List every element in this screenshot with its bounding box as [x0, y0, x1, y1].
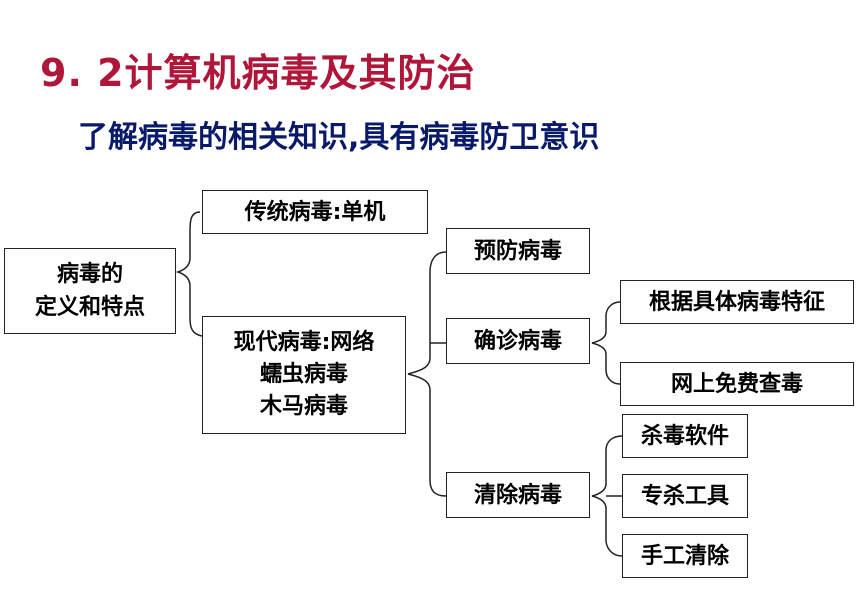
by-feature-box: 根据具体病毒特征	[620, 280, 854, 324]
diagnose-virus-label: 确诊病毒	[473, 328, 562, 354]
prevent-virus-label: 预防病毒	[473, 238, 562, 264]
traditional-virus-box: 传统病毒:单机	[202, 190, 428, 234]
brace-definition	[175, 211, 203, 337]
traditional-virus-label: 传统病毒:单机	[244, 199, 386, 225]
special-tool-label: 专杀工具	[640, 483, 729, 509]
modern-virus-line-2: 蠕虫病毒	[259, 362, 348, 388]
definition-line-1: 病毒的	[56, 262, 123, 287]
online-scan-label: 网上免费查毒	[670, 371, 803, 397]
brace-modern	[407, 251, 447, 497]
brace-remove	[591, 435, 623, 557]
special-tool-box: 专杀工具	[622, 474, 748, 518]
page-subtitle: 了解病毒的相关知识,具有病毒防卫意识	[78, 120, 600, 155]
modern-virus-box: 现代病毒:网络 蠕虫病毒 木马病毒	[202, 316, 406, 434]
antivirus-software-label: 杀毒软件	[640, 423, 729, 449]
manual-removal-box: 手工清除	[622, 534, 748, 578]
modern-virus-line-1: 现代病毒:网络	[233, 330, 375, 356]
modern-virus-line-3: 木马病毒	[259, 393, 348, 419]
antivirus-software-box: 杀毒软件	[622, 414, 748, 458]
page-title: 9. 2计算机病毒及其防治	[40, 51, 476, 95]
remove-virus-box: 清除病毒	[446, 472, 590, 518]
definition-box: 病毒的 定义和特点	[4, 248, 176, 334]
prevent-virus-box: 预防病毒	[446, 228, 590, 274]
online-scan-box: 网上免费查毒	[620, 362, 854, 406]
brace-diagnose	[591, 301, 621, 385]
remove-virus-label: 清除病毒	[473, 482, 562, 508]
diagnose-virus-box: 确诊病毒	[446, 318, 590, 364]
manual-removal-label: 手工清除	[640, 543, 729, 569]
by-feature-label: 根据具体病毒特征	[648, 289, 825, 315]
definition-line-2: 定义和特点	[34, 295, 145, 320]
